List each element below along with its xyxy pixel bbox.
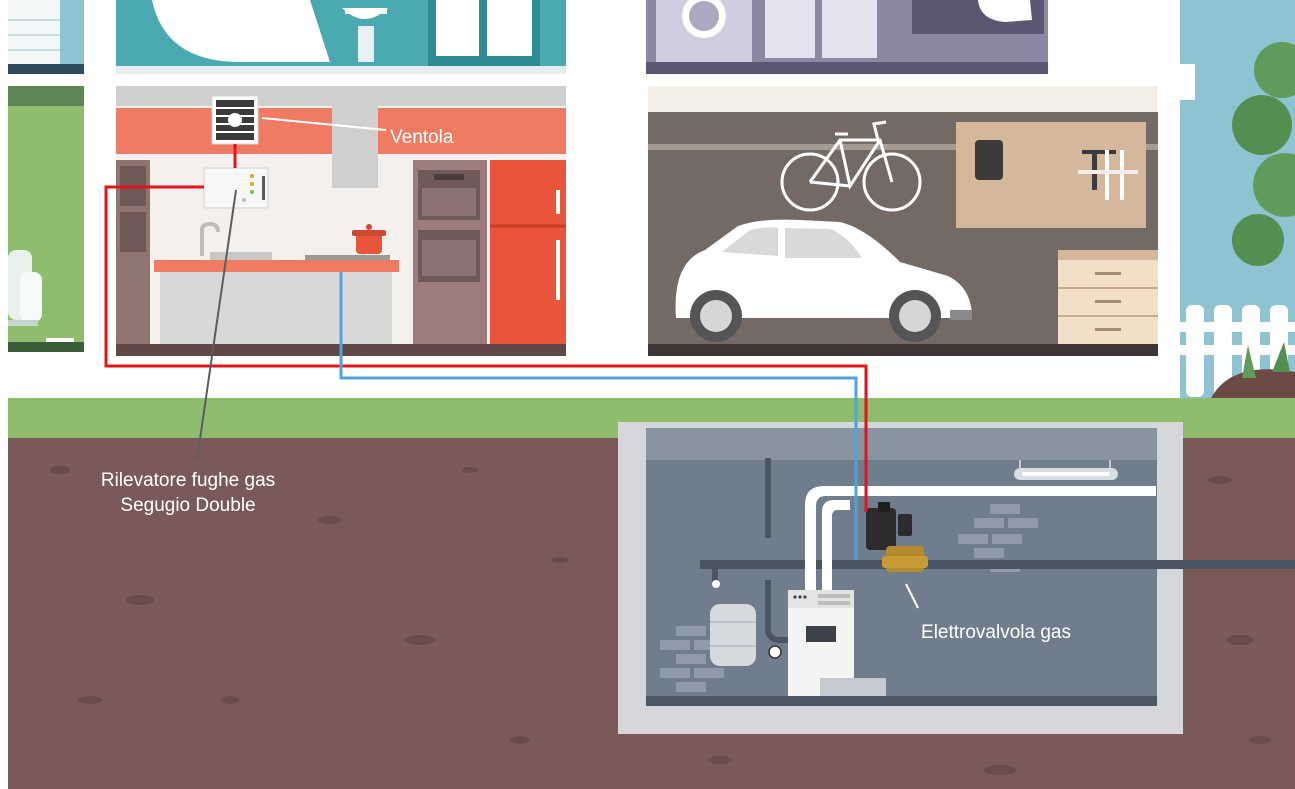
basement-floor	[646, 696, 1157, 706]
bicycle	[780, 120, 922, 212]
upper-left-room	[8, 0, 84, 74]
callout-leader-elettrovalvola	[905, 583, 919, 609]
gas-solenoid-valve	[866, 502, 928, 572]
label-elettrovalvola: Elettrovalvola gas	[921, 622, 1071, 643]
ceiling-light	[1014, 460, 1118, 480]
boiler	[788, 590, 886, 696]
callout-leader-ventola	[261, 117, 387, 131]
basement-ceiling	[646, 428, 1157, 460]
label-rilevatore-line1: Rilevatore fughe gas	[101, 470, 275, 491]
fan-device	[211, 95, 259, 145]
car	[675, 219, 972, 342]
label-ventola: Ventola	[390, 127, 454, 148]
basement-pipes	[700, 458, 1295, 643]
label-rilevatore-line2: Segugio Double	[120, 495, 255, 516]
brick-patch-left	[660, 626, 724, 692]
water-tank	[710, 604, 756, 666]
bathroom	[116, 0, 566, 74]
bush-right	[1232, 42, 1295, 266]
callout-leader-rilevatore	[196, 189, 237, 461]
gas-detector-device	[203, 167, 269, 209]
garden-plant	[1210, 342, 1295, 400]
soil-specks	[50, 466, 1270, 775]
pressure-gauge	[768, 645, 782, 659]
gas-pipe-line	[339, 272, 858, 560]
signal-wire-detector-to-valve	[104, 185, 868, 512]
living-room	[8, 86, 84, 352]
laundry-room	[646, 0, 1048, 74]
